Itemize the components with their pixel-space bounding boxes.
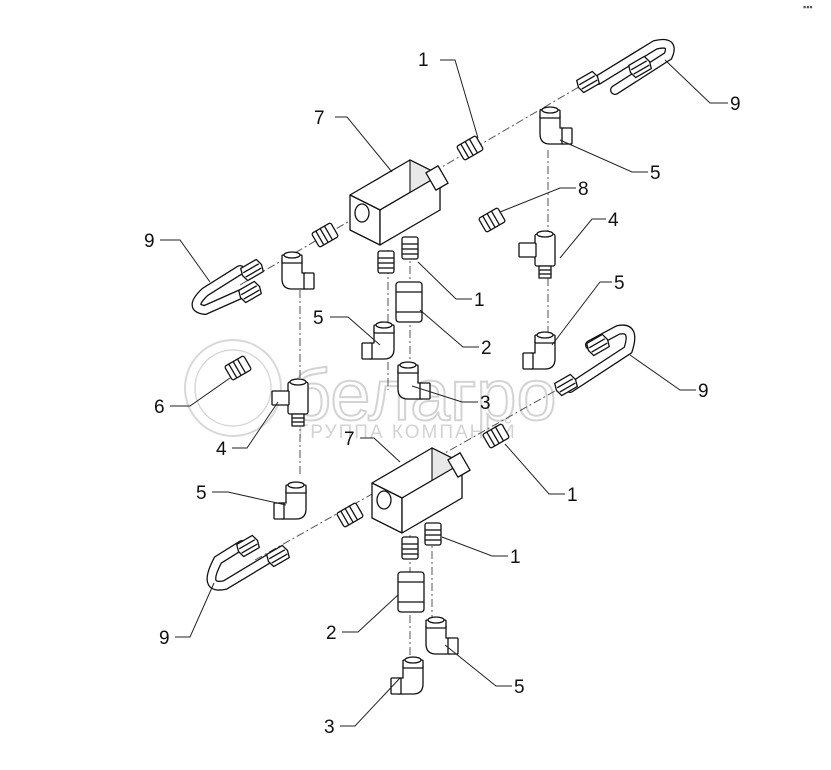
hose-left-upper: [191, 257, 266, 316]
callout-5: 5: [196, 483, 207, 504]
callout-3: 3: [480, 393, 491, 414]
corner-mark: ▪▪▪: [803, 2, 813, 12]
callout-7: 7: [314, 108, 325, 129]
valve-block-lower: [371, 447, 471, 534]
callouts: 1 7 9 5 9 8 4 1 5 5 2 9 3 6 4 7 1 5 1 9 …: [144, 50, 741, 738]
callout-5: 5: [514, 677, 525, 698]
callout-5: 5: [650, 163, 661, 184]
callout-1: 1: [418, 50, 429, 71]
callout-1: 1: [474, 290, 485, 311]
callout-9: 9: [144, 231, 155, 252]
callout-9: 9: [730, 94, 741, 115]
callout-8: 8: [578, 179, 589, 200]
hose-left-lower: [206, 533, 292, 591]
callout-2: 2: [326, 623, 337, 644]
callout-3: 3: [324, 717, 335, 738]
callout-5: 5: [614, 273, 625, 294]
valve-block-upper: [349, 159, 449, 246]
callout-1: 1: [510, 547, 521, 568]
callout-4: 4: [608, 210, 619, 231]
hose-right-middle: [552, 324, 636, 398]
callout-9: 9: [698, 381, 709, 402]
callout-2: 2: [481, 338, 492, 359]
watermark-tagline: ГРУППА КОМПАНИЙ: [298, 421, 517, 443]
leader-lines: [160, 59, 728, 727]
callout-1: 1: [567, 485, 578, 506]
callout-7: 7: [344, 429, 355, 450]
callout-5: 5: [313, 308, 324, 329]
callout-4: 4: [216, 439, 227, 460]
hose-top-right: [574, 38, 675, 95]
fittings: [223, 106, 573, 695]
callout-6: 6: [154, 397, 165, 418]
callout-9: 9: [159, 628, 170, 649]
